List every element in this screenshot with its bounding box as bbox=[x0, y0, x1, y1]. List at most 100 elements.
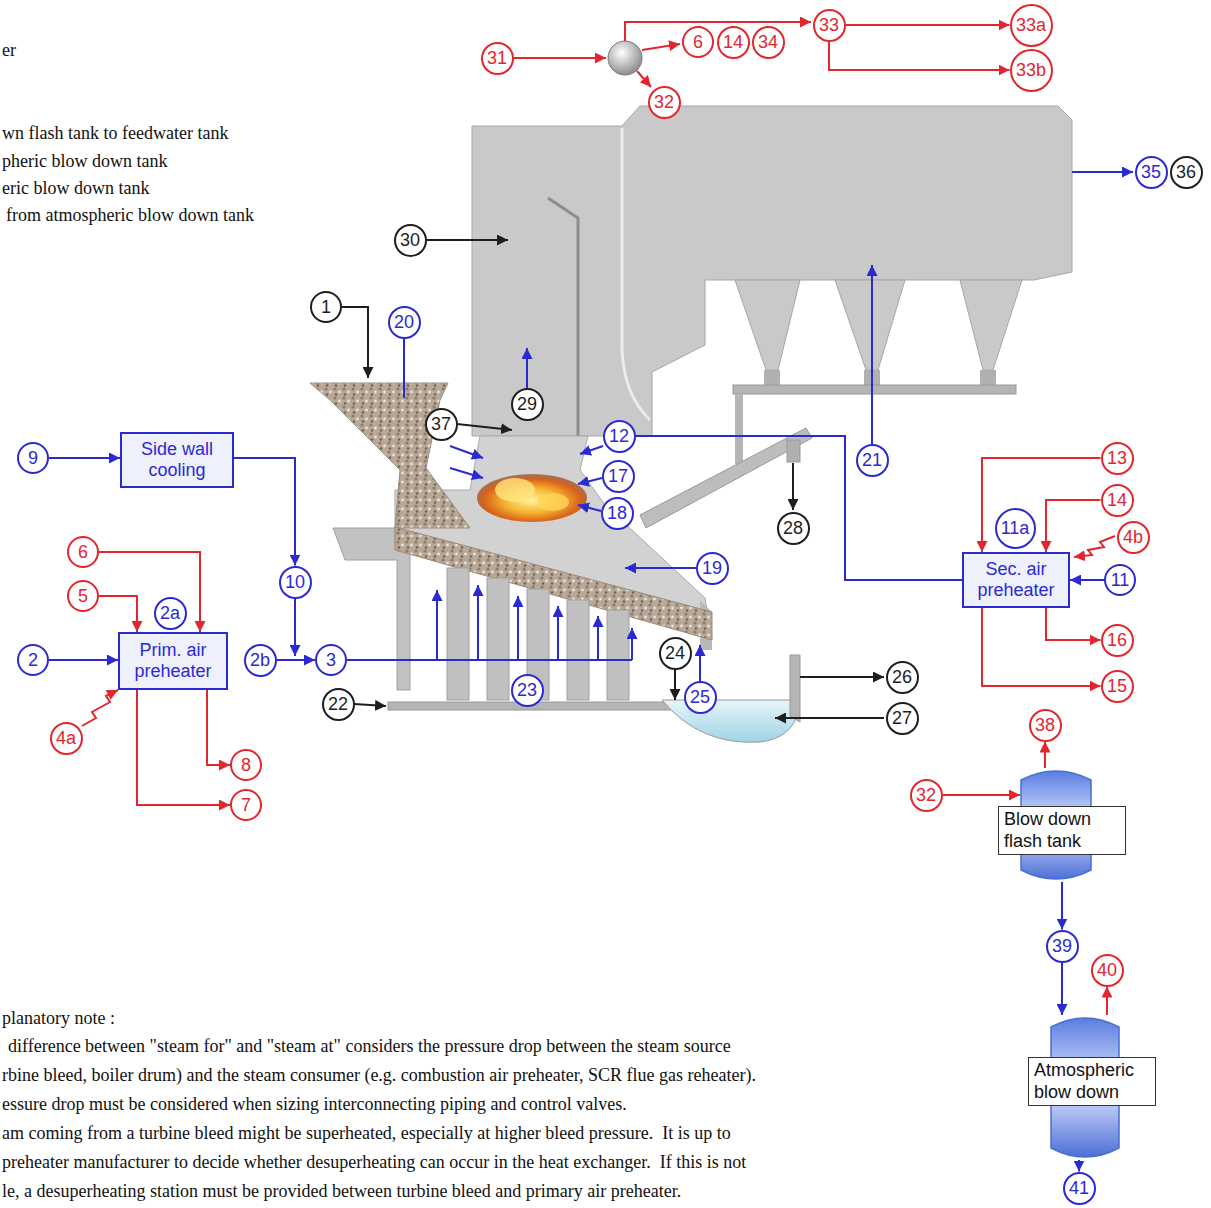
note-text: difference between "steam for" and "stea… bbox=[8, 1036, 731, 1058]
flow-arrow bbox=[436, 590, 438, 660]
callout-number: 14 bbox=[1107, 491, 1127, 509]
water-trough bbox=[790, 655, 800, 722]
steam-drum bbox=[608, 41, 642, 75]
callout-circle: 33 bbox=[813, 9, 846, 42]
callout-circle: 13 bbox=[1101, 442, 1134, 475]
flow-connector bbox=[137, 690, 230, 805]
callout-circle: 23 bbox=[511, 674, 544, 707]
callout-number: 2b bbox=[250, 651, 270, 669]
flow-connector bbox=[1044, 742, 1046, 769]
flow-arrow bbox=[625, 567, 696, 569]
callout-circle: 26 bbox=[886, 661, 919, 694]
callout-number: 6 bbox=[78, 543, 88, 561]
node-label: Prim. air preheater bbox=[125, 640, 221, 681]
callout-number: 1 bbox=[321, 298, 331, 316]
flow-connector bbox=[207, 690, 230, 765]
boiler-casing bbox=[472, 106, 1072, 436]
flow-arrow bbox=[631, 628, 633, 660]
callout-circle: 16 bbox=[1101, 624, 1134, 657]
note-text: er bbox=[2, 40, 16, 62]
flow-arrow bbox=[871, 265, 873, 444]
fuel-bed bbox=[310, 383, 470, 528]
callout-circle: 33b bbox=[1010, 49, 1053, 92]
callout-circle: 29 bbox=[511, 388, 544, 421]
ash-conveyor bbox=[787, 440, 800, 462]
note-text: planatory note : bbox=[2, 1008, 115, 1030]
callout-number: 20 bbox=[394, 313, 414, 331]
callout-circle: 27 bbox=[886, 702, 919, 735]
callout-number: 6 bbox=[693, 33, 703, 51]
callout-number: 21 bbox=[862, 451, 882, 469]
note-text: le, a desuperheating station must be pro… bbox=[2, 1181, 681, 1203]
callout-number: 28 bbox=[783, 519, 803, 537]
callout-number: 33 bbox=[819, 16, 839, 34]
callout-circle: 3 bbox=[315, 644, 347, 676]
flow-arrow bbox=[342, 307, 368, 378]
callout-number: 38 bbox=[1035, 716, 1055, 734]
callout-circle: 41 bbox=[1063, 1172, 1096, 1205]
callout-circle: 20 bbox=[388, 306, 421, 339]
flow-connector bbox=[943, 794, 1021, 796]
callout-circle: 39 bbox=[1046, 930, 1079, 963]
flow-connector bbox=[1046, 608, 1101, 640]
ash-hoppers bbox=[835, 280, 905, 370]
callout-number: 32 bbox=[916, 786, 936, 804]
flow-connector bbox=[99, 552, 200, 632]
callout-number: 8 bbox=[241, 756, 251, 774]
siftings-hoppers bbox=[487, 578, 509, 700]
flow-arrow bbox=[580, 446, 603, 454]
flame bbox=[537, 493, 569, 511]
node-label: Side wall cooling bbox=[127, 439, 227, 480]
callout-circle: 25 bbox=[684, 681, 717, 714]
callout-circle: 22 bbox=[322, 688, 355, 721]
callout-number: 17 bbox=[608, 467, 628, 485]
callout-number: 12 bbox=[609, 427, 629, 445]
ash-hoppers bbox=[735, 280, 800, 370]
water-trough bbox=[662, 700, 798, 742]
callout-number: 29 bbox=[517, 395, 537, 413]
flow-arrow bbox=[450, 446, 483, 458]
flow-connector bbox=[829, 42, 1010, 71]
flow-connector bbox=[982, 458, 1101, 552]
tank-vessel: Atmospheric blow down bbox=[1028, 1015, 1156, 1160]
callout-number: 10 bbox=[285, 573, 305, 591]
process-box: Sec. air preheater bbox=[962, 552, 1070, 608]
ash-hoppers bbox=[735, 394, 743, 464]
flow-arrow bbox=[578, 478, 602, 484]
ash-hoppers bbox=[764, 370, 780, 385]
callout-circle: 14 bbox=[717, 26, 750, 59]
ash-hoppers bbox=[733, 385, 1016, 394]
boiler-casing bbox=[548, 198, 578, 440]
callout-circle: 17 bbox=[602, 460, 635, 493]
note-text: from atmospheric blow down tank bbox=[6, 205, 254, 227]
callout-circle: 2 bbox=[17, 644, 49, 676]
flow-arrow bbox=[450, 468, 483, 478]
callout-circle: 38 bbox=[1029, 709, 1062, 742]
flow-arrow bbox=[637, 71, 651, 87]
callout-circle: 40 bbox=[1091, 954, 1124, 987]
callout-circle: 18 bbox=[601, 497, 634, 530]
callout-circle: 35 bbox=[1135, 156, 1168, 189]
siftings-hoppers bbox=[388, 568, 700, 710]
flow-connector bbox=[277, 659, 316, 661]
callout-circle: 6 bbox=[682, 26, 714, 58]
flame bbox=[477, 474, 587, 522]
flow-arrow bbox=[597, 616, 599, 660]
note-text: preheater manufacturer to decide whether… bbox=[2, 1152, 746, 1174]
flow-arrow bbox=[426, 239, 508, 241]
note-text: eric blow down tank bbox=[2, 178, 149, 200]
callout-number: 32 bbox=[654, 93, 674, 111]
callout-circle: 24 bbox=[659, 637, 692, 670]
flow-arrow bbox=[699, 645, 701, 681]
flow-connector bbox=[846, 24, 1010, 26]
callout-circle: 10 bbox=[279, 566, 312, 599]
callout-number: 35 bbox=[1141, 163, 1161, 181]
callout-circle: 4b bbox=[1117, 521, 1150, 554]
siftings-hoppers bbox=[447, 568, 469, 700]
flow-connector bbox=[982, 608, 1101, 686]
flow-connector bbox=[1061, 882, 1063, 930]
flow-arrow bbox=[674, 669, 676, 700]
flame bbox=[495, 478, 535, 502]
flow-arrow bbox=[557, 606, 559, 660]
flow-arrow bbox=[457, 424, 512, 430]
